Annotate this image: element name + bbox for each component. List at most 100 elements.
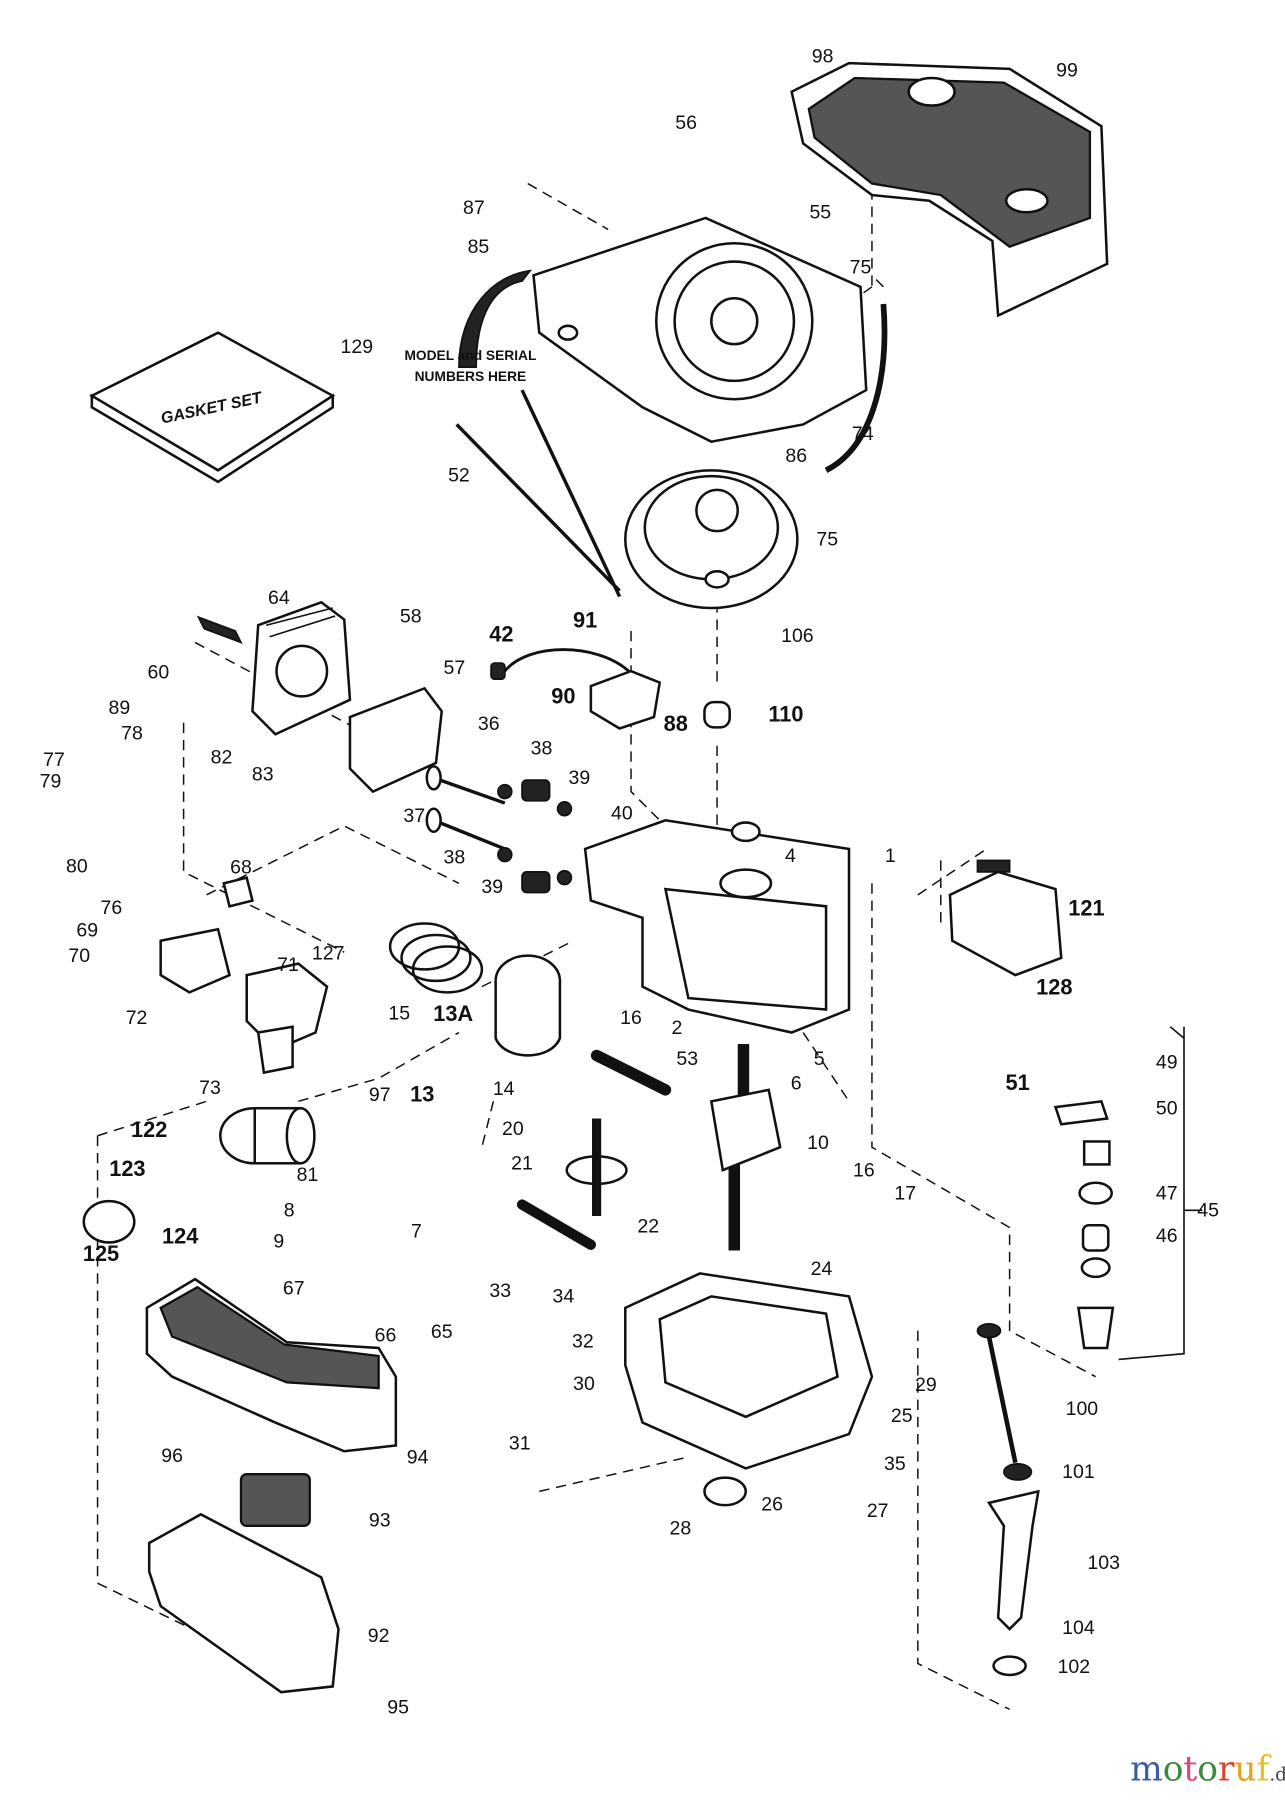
callout-label: 21 (511, 1153, 533, 1175)
callout-label: 79 (40, 771, 62, 793)
callout-label: 17 (894, 1182, 916, 1204)
callout-label: 27 (867, 1500, 889, 1522)
callout-label: 66 (375, 1325, 397, 1347)
part-102-grommet[interactable] (992, 1655, 1027, 1677)
callout-label: 32 (572, 1330, 594, 1352)
callout-label: 70 (68, 945, 90, 967)
callout-label: 35 (884, 1453, 906, 1475)
part-28-oil-seal[interactable] (703, 1476, 748, 1507)
part-45-governor-assembly[interactable] (1053, 1099, 1115, 1350)
part-10-crankshaft[interactable] (709, 1043, 782, 1251)
callout-label: 122 (131, 1117, 167, 1142)
callout-label: 29 (915, 1374, 937, 1396)
callout-label: 94 (407, 1446, 429, 1468)
part-101-o-ring[interactable] (1003, 1463, 1033, 1481)
part-15-piston-rings[interactable] (388, 922, 484, 994)
part-58-cylinder-head[interactable] (251, 600, 352, 736)
callout-label: 16 (853, 1159, 875, 1181)
part-100-dipstick[interactable] (976, 1323, 1018, 1464)
callout-label: 8 (284, 1200, 295, 1222)
callout-label: 75 (850, 257, 872, 279)
callout-label: 24 (811, 1258, 833, 1280)
callout-label: 52 (448, 464, 470, 486)
callout-label: 82 (211, 746, 233, 768)
callout-label: 125 (83, 1241, 119, 1266)
callout-label: 128 (1036, 975, 1072, 1000)
part-39-valve-springs[interactable] (497, 779, 573, 894)
callout-label: 2 (671, 1017, 682, 1039)
callout-label: 97 (369, 1084, 391, 1106)
part-69-intake-elbow[interactable] (159, 927, 231, 994)
part-122-muffler[interactable] (219, 1106, 316, 1165)
callout-label: 13 (410, 1081, 434, 1106)
callout-label: 123 (109, 1156, 145, 1181)
callout-label: 87 (463, 197, 485, 219)
callout-label: 68 (230, 857, 252, 879)
callout-label: 4 (785, 845, 796, 867)
watermark-logo: motoruf.de (1130, 1749, 1285, 1789)
callout-label: 51 (1006, 1070, 1030, 1095)
callout-label: 76 (100, 897, 122, 919)
callout-label: 69 (76, 920, 98, 942)
callout-label: 101 (1062, 1461, 1095, 1483)
callout-label: 38 (531, 737, 553, 759)
callout-label: 102 (1058, 1656, 1091, 1678)
callout-label: 71 (277, 954, 299, 976)
callout-label: 127 (312, 943, 345, 965)
callout-label: 57 (444, 657, 466, 679)
callout-labels: 9899565587857512974865275106916458604257… (40, 46, 1219, 1719)
part-127-carburetor[interactable] (245, 962, 329, 1075)
part-128-rewind-starter[interactable] (948, 859, 1063, 977)
part-129-gasket-set[interactable]: GASKET SET (89, 331, 336, 484)
callout-label: 83 (252, 764, 274, 786)
callout-label: 110 (768, 702, 803, 727)
callout-label: 20 (502, 1118, 524, 1140)
part-25-crankcase-cover[interactable] (624, 1272, 874, 1470)
part-92-air-cleaner-base[interactable] (147, 1512, 340, 1694)
callout-label: 1 (885, 845, 896, 867)
callout-label: 15 (388, 1002, 410, 1024)
callout-label: 65 (431, 1321, 453, 1343)
part-74-fuel-line[interactable] (824, 303, 888, 473)
callout-label: 45 (1197, 1200, 1219, 1222)
callout-label: 28 (670, 1517, 692, 1539)
part-90-ignition-armature[interactable] (490, 648, 662, 730)
callout-label: 64 (268, 587, 290, 609)
callout-label: 85 (468, 236, 490, 258)
part-94-air-cleaner-body[interactable] (145, 1277, 398, 1453)
callout-label: 91 (573, 608, 597, 633)
callout-label: 6 (791, 1072, 802, 1094)
part-21-camshaft[interactable] (565, 1118, 628, 1217)
part-124-muffler-guard[interactable] (82, 1199, 136, 1244)
callout-label: 60 (148, 662, 170, 684)
callout-label: 37 (403, 805, 425, 827)
callout-label: 129 (341, 336, 374, 358)
callout-label: 89 (109, 697, 131, 719)
callout-label: 47 (1156, 1182, 1178, 1204)
part-110-flywheel-nut[interactable] (703, 700, 731, 729)
part-57-head-gasket[interactable] (348, 686, 444, 794)
part-1-cylinder-block[interactable] (583, 818, 851, 1034)
callout-label: 78 (121, 722, 143, 744)
annotation-line-2: NUMBERS HERE (415, 369, 527, 384)
callout-label: 14 (493, 1078, 515, 1100)
callout-label: 5 (814, 1048, 825, 1070)
callout-label: 9 (273, 1231, 284, 1253)
bracket-45 (1118, 1026, 1203, 1361)
part-98-air-cleaner-cover[interactable] (790, 61, 1109, 318)
callout-label: 25 (891, 1405, 913, 1427)
part-36-37-valves[interactable] (425, 765, 506, 851)
part-22-rocker[interactable] (516, 1199, 597, 1250)
callout-label: 39 (569, 767, 591, 789)
part-106-flywheel[interactable] (624, 469, 799, 610)
part-64-spark-plug[interactable] (196, 615, 243, 645)
callout-label: 92 (368, 1625, 390, 1647)
part-68-bushing[interactable] (222, 876, 254, 908)
callout-label: 34 (552, 1286, 574, 1308)
part-93-filter-element[interactable] (239, 1473, 311, 1527)
part-85-blower-housing[interactable] (458, 216, 868, 444)
part-16-connecting-rod[interactable] (590, 1049, 672, 1096)
part-13-piston[interactable] (494, 954, 562, 1057)
part-52-ground-wire[interactable] (455, 389, 622, 598)
part-104-dipstick-tube[interactable] (986, 1489, 1040, 1631)
